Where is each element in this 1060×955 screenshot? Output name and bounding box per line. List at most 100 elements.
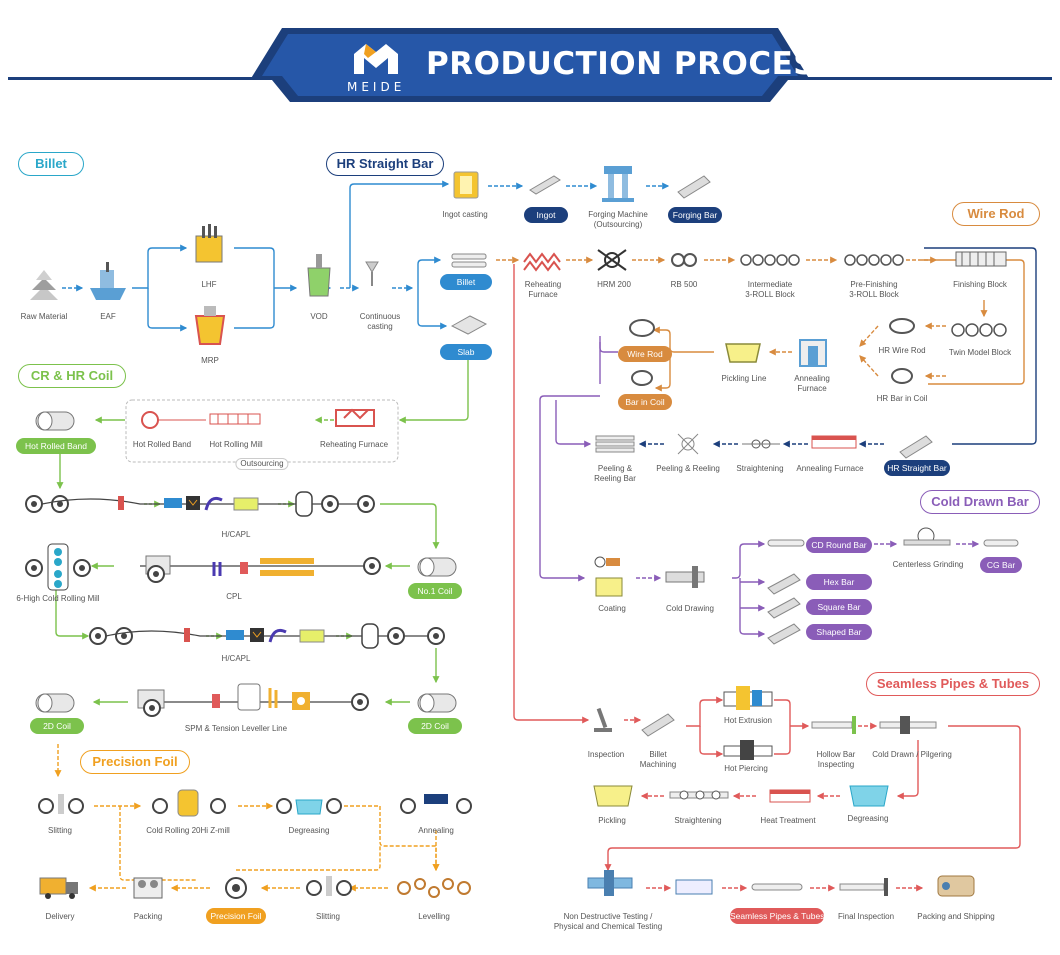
pre-finishing-block-icon: [844, 254, 904, 266]
billet-machining-icon: [641, 713, 675, 737]
packing-shipping-icon: [937, 875, 975, 897]
square-bar-icon: [767, 597, 801, 619]
hcapl-line-2-icon: [89, 623, 445, 649]
bar-in-coil-icon: [631, 370, 653, 386]
levelling-label: Levelling: [418, 912, 450, 921]
six-high-mill-icon: [25, 543, 91, 591]
wire-rod-tag: Wire Rod: [618, 346, 672, 362]
heat-treatment-icon: [769, 789, 811, 803]
straight-annealing-furnace-icon: [811, 435, 857, 449]
hex-bar-icon: [767, 573, 801, 595]
slitting-bottom-icon: [306, 876, 352, 896]
hex-bar-tag: Hex Bar: [806, 574, 872, 590]
hr-bar-in-coil-icon: [891, 368, 913, 384]
pre-finishing-block-label: Pre-Finishing 3-ROLL Block: [849, 280, 899, 299]
mrp-icon: [194, 306, 226, 345]
straight-annealing-furnace-label: Annealing Furnace: [796, 464, 864, 473]
cold-rolling-icon: [152, 789, 226, 817]
cold-drawn-pilgering-icon: [879, 716, 937, 734]
hot-piercing-icon: [723, 740, 773, 760]
vod-label: VOD: [310, 312, 328, 321]
hot-piercing-label: Hot Piercing: [724, 764, 768, 773]
hot-rolling-mill-icon: [209, 413, 261, 425]
packing-label: Packing: [133, 912, 163, 921]
precision-foil-tag: Precision Foil: [206, 908, 266, 924]
section-cr-hr-coil: CR & HR Coil: [18, 364, 126, 388]
peeling-reeling-icon: [677, 433, 699, 455]
forging-machine-label: Forging Machine (Outsourcing): [588, 210, 648, 229]
raw-material-icon: [30, 270, 58, 300]
hot-rolling-mill-label: Hot Rolling Mill: [209, 440, 263, 449]
degreasing-pipe-icon: [849, 785, 889, 807]
spm-label: SPM & Tension Leveller Line: [184, 724, 288, 733]
no1-coil-tag: No.1 Coil: [408, 583, 462, 599]
billet-tag: Billet: [440, 274, 492, 290]
ingot-tag: Ingot: [524, 207, 568, 223]
delivery-truck-icon: [39, 877, 78, 899]
hcapl-2-label: H/CAPL: [221, 654, 251, 663]
hot-rolled-band-coil-icon: [35, 411, 75, 431]
hot-rolled-band-icon: [141, 411, 206, 429]
hcapl-line-1-icon: [25, 491, 375, 517]
packing-icon: [133, 877, 163, 899]
centerless-grinding-label: Centerless Grinding: [892, 560, 964, 569]
reheating-furnace-label: Reheating Furnace: [524, 280, 562, 299]
final-inspection-label: Final Inspection: [837, 912, 895, 921]
packing-shipping-label: Packing and Shipping: [917, 912, 995, 921]
ingot-icon: [529, 175, 561, 195]
annealing-furnace-icon: [799, 339, 827, 367]
wire-rod-coil-icon: [629, 319, 655, 337]
inspection-label: Inspection: [587, 750, 625, 759]
hot-rolled-band-tag: Hot Rolled Band: [16, 438, 96, 454]
cold-rolling-label: Cold Rolling 20Hi Z-mill: [146, 826, 230, 835]
twin-model-block-label: Twin Model Block: [948, 348, 1012, 357]
square-bar-tag: Square Bar: [806, 599, 872, 615]
cd-round-bar-icon: [767, 539, 805, 547]
six-high-mill-label: 6-High Cold Rolling Mill: [16, 594, 100, 603]
degreasing-foil-label: Degreasing: [288, 826, 330, 835]
ingot-casting-icon: [453, 171, 479, 199]
section-seamless-pipes: Seamless Pipes & Tubes: [866, 672, 1040, 696]
hcapl-1-label: H/CAPL: [221, 530, 251, 539]
finishing-block-label: Finishing Block: [953, 280, 1007, 289]
precision-foil-coil-icon: [225, 877, 247, 899]
spm-line-icon: [137, 683, 457, 717]
hot-extrusion-icon: [723, 686, 773, 710]
forging-bar-tag: Forging Bar: [668, 207, 722, 223]
raw-material-label: Raw Material: [20, 312, 68, 321]
cold-drawing-label: Cold Drawing: [665, 604, 715, 613]
brand-name: MEIDE: [347, 80, 406, 94]
centerless-grinding-icon: [903, 527, 951, 546]
mrp-label: MRP: [201, 356, 219, 365]
annealing-furnace-label: Annealing Furnace: [794, 374, 830, 393]
twod-coil-tag-left: 2D Coil: [30, 718, 84, 734]
peeling-reeling-label: Peeling & Reeling: [656, 464, 720, 473]
seamless-tag: Seamless Pipes & Tubes: [730, 908, 825, 924]
intermediate-block-label: Intermediate 3-ROLL Block: [745, 280, 795, 299]
page-title: PRODUCTION PROCESS: [426, 46, 838, 82]
hr-wire-rod-icon: [889, 318, 915, 334]
annealing-foil-icon: [400, 794, 472, 814]
slab-icon: [450, 315, 488, 335]
slitting-top-label: Slitting: [47, 826, 73, 835]
no1-coil-icon: [417, 557, 457, 577]
twod-coil-left-icon: [35, 693, 75, 713]
slab-tag: Slab: [440, 344, 492, 360]
hot-rolled-band-label: Hot Rolled Band: [132, 440, 192, 449]
straightening-pipe-label: Straightening: [674, 816, 722, 825]
finishing-block-icon: [955, 251, 1007, 267]
hrm200-icon: [597, 249, 627, 271]
section-cold-drawn-bar: Cold Drawn Bar: [920, 490, 1040, 514]
annealing-foil-label: Annealing: [418, 826, 454, 835]
seamless-pipe-product-icon: [675, 879, 713, 895]
cpl-label: CPL: [226, 592, 242, 601]
eaf-icon: [90, 262, 126, 300]
coating-label: Coating: [598, 604, 626, 613]
forging-bar-icon: [677, 175, 711, 199]
cold-drawing-icon: [665, 566, 705, 588]
hr-straight-bar-icon: [899, 435, 933, 459]
section-wire-rod: Wire Rod: [952, 202, 1040, 226]
seamless-bar-icon: [751, 883, 803, 891]
cg-bar-icon: [983, 539, 1019, 547]
